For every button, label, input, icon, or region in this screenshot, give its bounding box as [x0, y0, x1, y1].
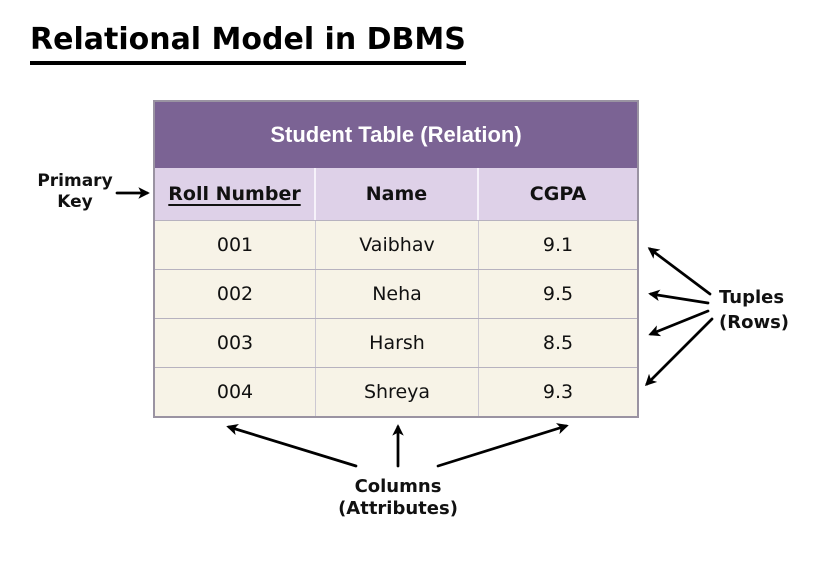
columns-arrow-cgpa — [436, 423, 569, 468]
primary-key-label-line: Key — [57, 192, 93, 212]
primary-key-label: Primary Key — [20, 171, 130, 213]
tuples-arrow-row-1 — [647, 247, 712, 296]
column-header-cgpa: CGPA — [529, 183, 587, 205]
tuples-label-line: Tuples — [719, 287, 785, 308]
page-title: Relational Model in DBMS — [30, 22, 466, 65]
tuples-arrow-row-3 — [648, 309, 710, 337]
tuples-arrow-row-4 — [644, 317, 714, 387]
columns-label-line: Columns — [354, 476, 442, 497]
table-cell: 002 — [155, 270, 316, 318]
table-row: 001 Vaibhav 9.1 — [155, 220, 637, 269]
column-header-row: Roll Number Name CGPA — [155, 168, 637, 220]
table-cell: Harsh — [316, 319, 479, 367]
tuples-arrow-row-2 — [648, 289, 710, 305]
table-cell: Vaibhav — [316, 221, 479, 269]
columns-label-line: (Attributes) — [338, 498, 458, 519]
table-row: 004 Shreya 9.3 — [155, 367, 637, 416]
table-cell: 004 — [155, 368, 316, 416]
table-title: Student Table (Relation) — [155, 102, 637, 168]
column-header-name: Name — [316, 168, 479, 220]
tuples-label: Tuples (Rows) — [719, 285, 789, 335]
student-table: Student Table (Relation) Roll Number Nam… — [153, 100, 639, 418]
column-header-roll-number: Roll Number — [155, 168, 316, 220]
tuples-label-line: (Rows) — [719, 312, 790, 333]
columns-arrow-roll-number — [226, 424, 358, 468]
primary-key-label-line: Primary — [37, 171, 113, 191]
table-row: 003 Harsh 8.5 — [155, 318, 637, 367]
table-cell: Shreya — [316, 368, 479, 416]
table-cell: 9.3 — [542, 381, 574, 403]
table-cell: 9.1 — [542, 234, 574, 256]
table-cell: Neha — [316, 270, 479, 318]
table-cell: 8.5 — [542, 332, 574, 354]
table-cell: 9.5 — [542, 283, 574, 305]
table-cell: 003 — [155, 319, 316, 367]
columns-label: Columns (Attributes) — [318, 476, 478, 520]
table-row: 002 Neha 9.5 — [155, 269, 637, 318]
table-cell: 001 — [155, 221, 316, 269]
